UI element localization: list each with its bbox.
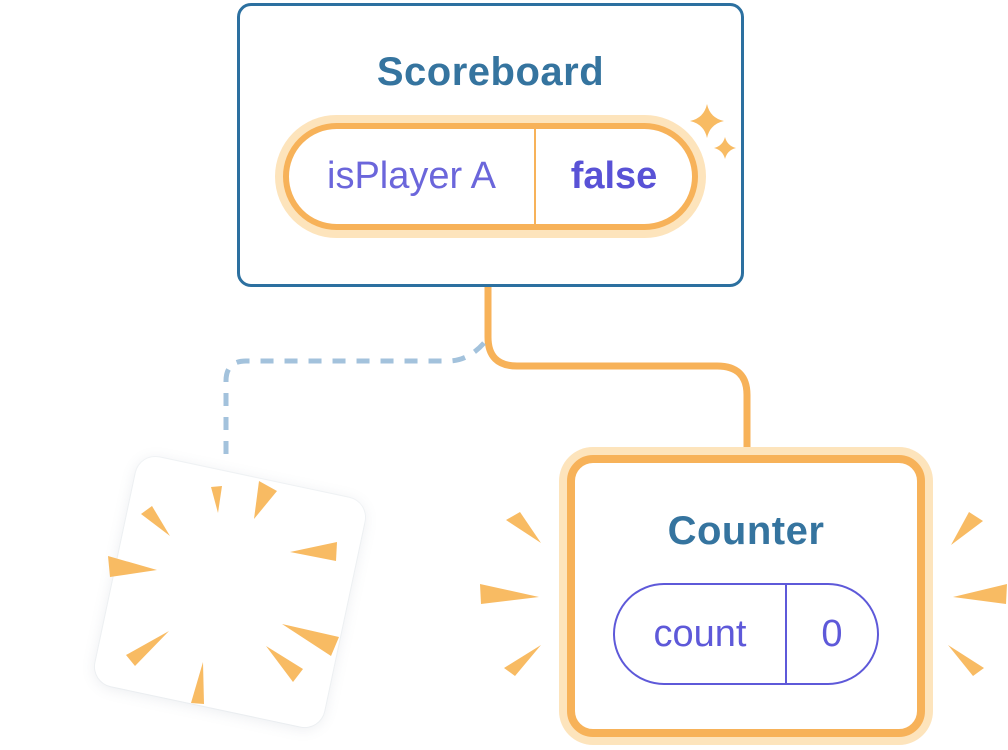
counter-title: Counter bbox=[667, 509, 825, 553]
pill-divider bbox=[534, 129, 536, 224]
sparkle-icon bbox=[690, 104, 724, 138]
burst-lines-icon bbox=[948, 512, 1007, 676]
state-value: false bbox=[570, 155, 658, 197]
scoreboard-state-pill: isPlayer A false bbox=[283, 123, 698, 230]
dashed-connector-line bbox=[223, 341, 486, 456]
counter-state-pill: count 0 bbox=[613, 583, 879, 685]
state-value: 0 bbox=[821, 612, 843, 655]
scoreboard-title: Scoreboard bbox=[376, 50, 605, 94]
scoreboard-card: Scoreboard isPlayer A false bbox=[237, 3, 744, 287]
sparkle-icon bbox=[714, 137, 736, 159]
state-name: isPlayer A bbox=[327, 155, 496, 197]
burst-lines-icon bbox=[480, 512, 541, 676]
pill-divider bbox=[785, 585, 787, 683]
state-name: count bbox=[653, 612, 747, 655]
counter-card: Counter count 0 bbox=[567, 455, 925, 737]
removed-component-card bbox=[91, 453, 369, 731]
solid-connector-line bbox=[484, 287, 751, 452]
sparkles-group bbox=[690, 104, 736, 159]
